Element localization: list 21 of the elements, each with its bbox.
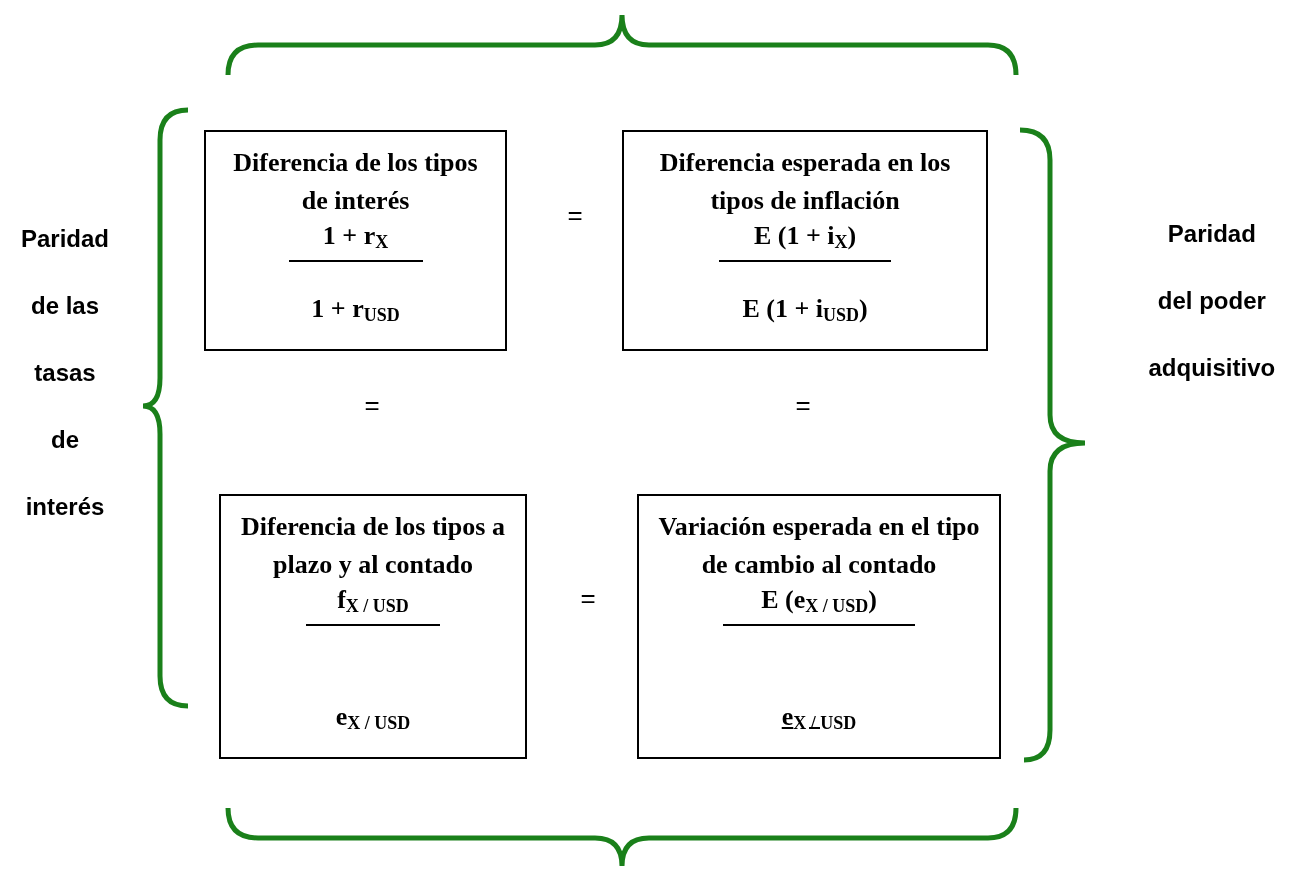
equals-sign: = xyxy=(795,390,811,421)
numerator-text: 1 + r$_{X}$ xyxy=(322,220,389,254)
heading-text: Diferencia esperada en los tipos de inflación xyxy=(658,147,952,217)
formula-box xyxy=(637,494,1001,759)
side-label: Paridad de las tasas de interés xyxy=(21,224,110,522)
numerator-text: E (e$_{X / USD}$) xyxy=(761,584,877,618)
formula-box xyxy=(622,130,988,351)
denominator-text: E (1 + i$_{USD}$) xyxy=(742,293,868,327)
denominator-text: e$_{X / USD}$ xyxy=(781,701,857,735)
equals-sign: = xyxy=(580,583,596,614)
heading-text: Variación esperada en el tipo de cambio al contado xyxy=(657,511,981,581)
denominator-text: e$_{X / USD}$ xyxy=(335,701,411,735)
formula-box xyxy=(204,130,507,351)
numerator-text: E (1 + i$_{X}$) xyxy=(753,220,857,254)
equals-sign: = xyxy=(567,200,583,231)
equals-sign: = xyxy=(364,390,380,421)
denominator-text: 1 + r$_{USD}$ xyxy=(311,293,400,327)
heading-text: Diferencia de los tipos de interés xyxy=(232,147,479,217)
numerator-text: f$_{X / USD}$ xyxy=(337,584,409,618)
side-label: Paridad del poder adquisitivo xyxy=(1148,219,1276,383)
formula-box xyxy=(219,494,527,759)
